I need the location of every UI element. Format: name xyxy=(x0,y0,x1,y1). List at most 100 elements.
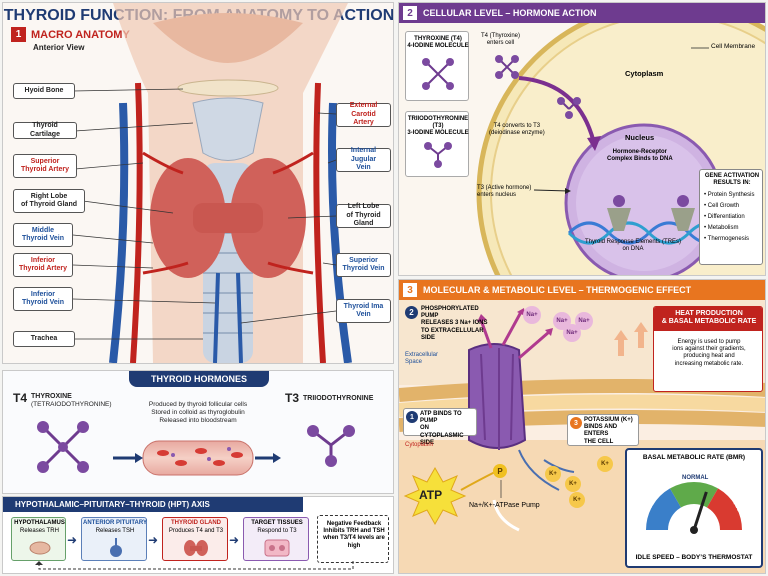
hpt-step-name: ANTERIOR PITUITARY xyxy=(83,520,147,526)
na-ion-4: Na+ xyxy=(575,312,593,330)
cell-illustration xyxy=(476,23,765,275)
brain-icon xyxy=(29,541,51,555)
section3-header: 3 MOLECULAR & METABOLIC LEVEL – THERMOGE… xyxy=(399,280,765,300)
molecular-panel: 3 MOLECULAR & METABOLIC LEVEL – THERMOGE… xyxy=(398,279,766,574)
gauge-needle xyxy=(692,491,708,531)
gene-item: • Protein Synthesis xyxy=(704,192,755,198)
enters-cell-label: T4 (Thyroxine) enters cell xyxy=(481,33,521,47)
step3-callout: 3 POTASSIUM (K+) BINDS AND ENTERS THE CE… xyxy=(567,414,639,446)
label-hyoid-bone: Hyoid Bone xyxy=(13,83,75,99)
section3-title: MOLECULAR & METABOLIC LEVEL – THERMOGENI… xyxy=(423,285,692,295)
hormones-title: THYROID HORMONES xyxy=(128,371,269,387)
section1-number: 1 xyxy=(11,27,26,42)
bmr-caption: IDLE SPEED – BODY’S THERMOSTAT xyxy=(635,554,753,561)
pump-label: Na+/K+-ATPase Pump xyxy=(469,502,540,509)
hormone-info: Produced by thyroid follicular cells Sto… xyxy=(148,401,248,424)
cellular-panel: 2 CELLULAR LEVEL – HORMONE ACTION xyxy=(398,2,766,276)
hpt-step-name: THYROID GLAND xyxy=(171,520,221,526)
step3-number: 3 xyxy=(570,417,582,429)
nucleus-label: Nucleus xyxy=(625,133,655,142)
gauge-low-segment xyxy=(646,488,681,530)
step1-number: 1 xyxy=(406,411,418,423)
hpt-step-desc: Releases TSH xyxy=(95,528,135,534)
heat-text: Energy is used to pump ions against thei… xyxy=(672,339,746,367)
hormones-panel: THYROID HORMONES T4 THYROXINE (TETRAIODO… xyxy=(2,370,394,494)
na-ion-1: Na+ xyxy=(523,306,541,324)
atpase-pump-shape xyxy=(468,343,527,450)
label-right-lobe: Right Lobe of Thyroid Gland xyxy=(13,189,85,213)
hpt-step-desc: Produces T4 and T3 xyxy=(168,528,224,534)
t3-name: TRIIODOTHYRONINE xyxy=(303,395,374,402)
gene-item: • Metabolism xyxy=(704,225,739,231)
thyroid-cartilage-shape xyxy=(192,97,264,161)
hpt-arrow-1: ➜ xyxy=(67,533,78,547)
section2-number: 2 xyxy=(403,6,417,20)
gene-list: • Protein Synthesis • Cell Growth • Diff… xyxy=(704,190,754,245)
label-trachea: Trachea xyxy=(13,331,75,347)
tre-label: Thyroid Response Elements (TREs) on DNA xyxy=(585,239,682,253)
label-inferior-thyroid-vein: Inferior Thyroid Vein xyxy=(13,287,73,311)
gene-title: GENE ACTIVATION RESULTS IN: xyxy=(704,173,760,187)
hormones-title-bar: THYROID HORMONES xyxy=(3,371,393,387)
hpt-step-target: TARGET TISSUES Respond to T3 xyxy=(243,517,309,561)
converts-label: T4 converts to T3 (deiodinase enzyme) xyxy=(489,123,545,137)
feedback-text: Negative Feedback Inhibits TRH and TSH w… xyxy=(323,521,385,549)
entry-arrow xyxy=(518,76,596,144)
label-middle-thyroid-vein: Middle Thyroid Vein xyxy=(13,223,73,247)
label-thyroid-ima-vein: Thyroid Ima Vein xyxy=(336,299,391,323)
pituitary-icon xyxy=(110,538,122,557)
cell-membrane-label: Cell Membrane xyxy=(711,43,756,50)
hpt-step-desc: Releases TRH xyxy=(20,528,59,534)
hpt-arrow-3: ➜ xyxy=(229,533,240,547)
t4-entering-molecule xyxy=(495,55,519,79)
section1-header: 1 MACRO ANATOMY xyxy=(11,27,130,42)
cytoplasm-label: Cytoplasm xyxy=(625,69,664,78)
hyoid-bone-shape xyxy=(177,79,279,97)
hpt-step-name: TARGET TISSUES xyxy=(251,520,303,526)
gene-item: • Cell Growth xyxy=(704,203,740,209)
t4-box-label: THYROXINE (T4) 4-IODINE MOLECULE xyxy=(407,36,469,50)
na-ion-3: Na+ xyxy=(563,324,581,342)
hpt-step-hypothalamus: HYPOTHALAMUS Releases TRH xyxy=(11,517,66,561)
k-ion-4: K+ xyxy=(597,456,613,472)
label-thyroid-cartilage: Thyroid Cartilage xyxy=(13,122,77,139)
gene-item: • Thermogenesis xyxy=(704,236,750,242)
step2-number: 2 xyxy=(405,306,418,319)
hpt-step-desc: Respond to T3 xyxy=(257,528,297,534)
gauge-normal-segment xyxy=(670,482,718,508)
atp-label: ATP xyxy=(419,488,443,502)
t3-box-molecule-icon xyxy=(424,142,452,168)
label-external-carotid-artery: External Carotid Artery xyxy=(336,102,391,127)
left-lobe-shape xyxy=(230,158,306,278)
k-ion-3: K+ xyxy=(569,492,585,508)
bloodstream-illustration xyxy=(113,440,281,476)
atp-starburst xyxy=(403,466,467,526)
hpt-panel: HYPOTHALAMIC–PITUITARY–THYROID (HPT) AXI… xyxy=(2,496,394,574)
step1-text: ATP BINDS TO PUMP ON CYTOPLASMIC SIDE xyxy=(420,411,464,446)
k-ion-2: K+ xyxy=(565,476,581,492)
section2-header: 2 CELLULAR LEVEL – HORMONE ACTION xyxy=(399,3,765,23)
tissue-icon xyxy=(264,539,290,557)
label-inferior-thyroid-artery: Inferior Thyroid Artery xyxy=(13,253,73,277)
isthmus-shape xyxy=(193,203,263,233)
right-lobe-shape xyxy=(150,158,226,278)
heat-title: HEAT PRODUCTION & BASAL METABOLIC RATE xyxy=(654,307,762,331)
step2-callout: 2 PHOSPHORYLATED PUMP RELEASES 3 Na+ ION… xyxy=(405,306,497,342)
t4-name: THYROXINE xyxy=(31,393,72,400)
thyroid-icon xyxy=(184,540,208,556)
feedback-loop-arrow xyxy=(35,561,354,570)
t4-box-molecule-icon xyxy=(422,58,454,90)
bmr-title: BASAL METABOLIC RATE (BMR) xyxy=(642,454,746,461)
gauge-high-segment xyxy=(707,488,742,530)
section1-title: MACRO ANATOMY xyxy=(31,28,130,41)
gauge-hub xyxy=(690,526,698,534)
label-internal-jugular-vein: Internal Jugular Vein xyxy=(336,147,391,172)
bmr-gauge xyxy=(646,482,742,534)
section2-title: CELLULAR LEVEL – HORMONE ACTION xyxy=(423,8,597,18)
feedback-box: Negative Feedback Inhibits TRH and TSH w… xyxy=(317,515,389,563)
phosphate-icon: P xyxy=(493,464,507,478)
section3-number: 3 xyxy=(403,283,417,297)
hpt-arrow-2: ➜ xyxy=(148,533,159,547)
step2-text: PHOSPHORYLATED PUMP RELEASES 3 Na+ IONS … xyxy=(421,306,488,341)
